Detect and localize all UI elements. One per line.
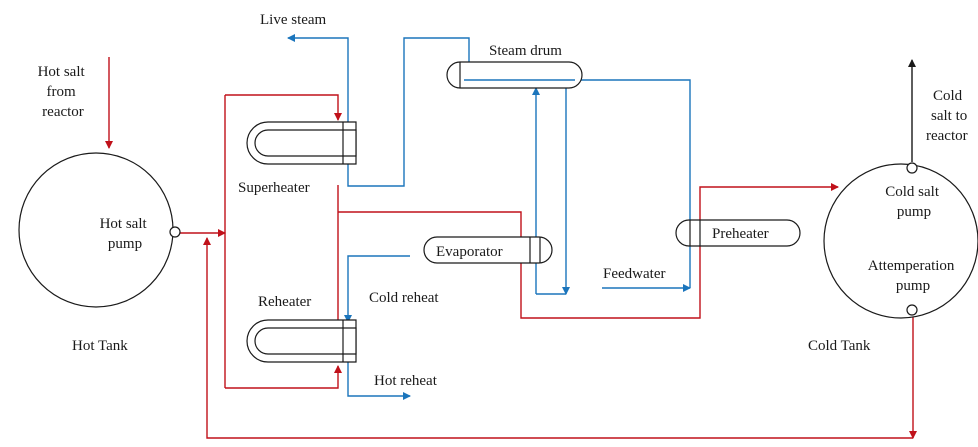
cold-reheat-label: Cold reheat: [369, 290, 439, 306]
live-steam-arrow: [287, 34, 349, 123]
superheater-label: Superheater: [238, 180, 310, 196]
hot-to-reheater-arrow: [225, 365, 342, 389]
cold-salt-to-reactor-label: Cold salt to reactor: [926, 88, 971, 144]
attemperation-pump-label: Attemperation pump: [868, 258, 958, 294]
preheater-label: Preheater: [712, 226, 769, 242]
evaporator-label: Evaporator: [436, 244, 503, 260]
hot-salt-pump-icon: [169, 226, 181, 238]
hot-to-superheater-arrow: [225, 94, 342, 121]
hot-reheat-arrow: [347, 362, 411, 400]
attemperation-pump-icon: [906, 304, 918, 316]
cold-salt-pump-label: Cold salt pump: [885, 184, 943, 220]
hot-salt-from-reactor-label: Hot salt from reactor: [38, 64, 89, 120]
cold-tank-label: Cold Tank: [808, 338, 871, 354]
evaporator-unit: [423, 236, 553, 264]
live-steam-label: Live steam: [260, 12, 327, 28]
evaporator-to-preheater-line: [520, 246, 701, 319]
hot-tank-label: Hot Tank: [72, 338, 128, 354]
drum-to-superheater-line: [347, 37, 470, 187]
preheater-to-cold-tank-arrow: [699, 183, 839, 220]
hot-reheat-label: Hot reheat: [374, 373, 438, 389]
steam-drum: [446, 61, 583, 89]
attemperation-bottom-line: [203, 237, 913, 439]
cold-reheat-arrow: [344, 255, 410, 323]
reheater-inner: [254, 327, 357, 355]
steam-drum-label: Steam drum: [489, 43, 562, 59]
reheater-label: Reheater: [258, 294, 311, 310]
feedwater-label: Feedwater: [603, 266, 665, 282]
cold-salt-pump-icon: [906, 162, 918, 174]
drum-inner-line: [464, 79, 691, 221]
superheater-inner: [254, 129, 357, 157]
preheater-unit: [675, 219, 801, 247]
salt-to-evaporator-line: [338, 211, 522, 237]
cold-tank: [823, 163, 978, 319]
hot-salt-pump-label: Hot salt pump: [100, 216, 151, 252]
